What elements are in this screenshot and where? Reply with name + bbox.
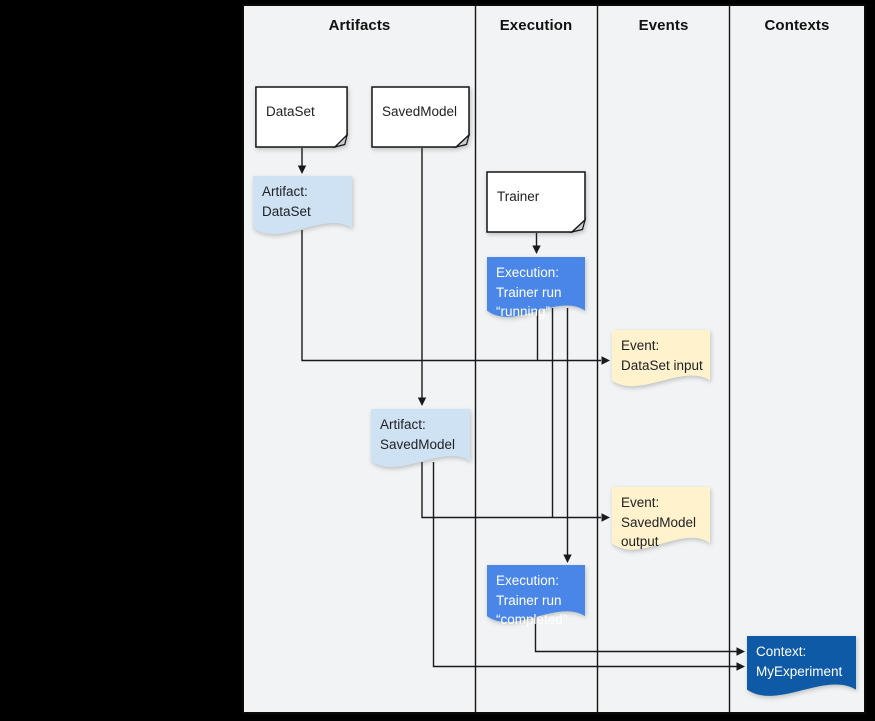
node-execution-completed: Execution: Trainer run “completed” bbox=[487, 565, 585, 627]
node-event-savedmodel-output: Event: SavedModel output bbox=[612, 487, 710, 554]
arrowhead-down-icon bbox=[563, 554, 572, 563]
note-shape-icon bbox=[371, 86, 470, 148]
node-label-line: DataSet bbox=[262, 203, 311, 219]
node-label: DataSet bbox=[266, 104, 315, 120]
arrowhead-down-icon bbox=[297, 165, 307, 174]
document-shape-icon bbox=[371, 409, 470, 467]
arrowhead-down-icon bbox=[417, 397, 427, 406]
note-shape-icon bbox=[486, 171, 586, 233]
lane-header-execution: Execution bbox=[499, 17, 573, 34]
document-shape-icon bbox=[747, 636, 856, 696]
node-artifact-dataset: Artifact: DataSet bbox=[253, 176, 352, 238]
node-context-myexperiment: Context: MyExperiment bbox=[747, 636, 856, 700]
node-label-line: Trainer run bbox=[496, 284, 562, 300]
node-label-line: MyExperiment bbox=[756, 663, 843, 679]
edge-artifact-savedmodel-to-context bbox=[432, 462, 737, 668]
node-label-line: Execution: bbox=[496, 265, 560, 280]
lane-header-events: Events bbox=[638, 17, 689, 34]
edge-artifact-dataset-to-event-dataset-input bbox=[301, 230, 601, 362]
node-label-line: DataSet input bbox=[621, 357, 703, 373]
node-label-line: SavedModel bbox=[380, 436, 456, 452]
node-label-line: output bbox=[621, 534, 659, 549]
note-shape-icon bbox=[255, 86, 348, 148]
document-shape-icon bbox=[487, 565, 585, 623]
node-label-line: Trainer run bbox=[496, 592, 562, 608]
node-dataset: DataSet bbox=[255, 86, 348, 148]
edge-execution-completed-to-context bbox=[534, 616, 737, 653]
node-label-line: Artifact: bbox=[380, 417, 426, 432]
node-label: SavedModel bbox=[382, 104, 458, 120]
document-shape-icon bbox=[487, 257, 585, 317]
arrowhead-right-icon bbox=[736, 662, 745, 671]
node-label-line: Event: bbox=[621, 338, 660, 353]
node-trainer: Trainer bbox=[486, 171, 586, 233]
node-label-line: Context: bbox=[756, 644, 807, 659]
node-savedmodel: SavedModel bbox=[371, 86, 470, 148]
arrowhead-right-icon bbox=[601, 513, 610, 522]
node-label: Trainer bbox=[497, 189, 540, 205]
document-shape-icon bbox=[253, 176, 352, 234]
lane-header-contexts: Contexts bbox=[764, 17, 830, 34]
document-shape-icon bbox=[612, 330, 710, 387]
node-artifact-savedmodel: Artifact: SavedModel bbox=[371, 409, 470, 471]
lane-header-artifacts: Artifacts bbox=[328, 17, 391, 34]
arrowhead-right-icon bbox=[736, 647, 745, 656]
edges-group bbox=[297, 148, 745, 671]
arrowhead-down-icon bbox=[532, 245, 541, 254]
lane-dividers bbox=[474, 6, 731, 712]
node-label-line: Execution: bbox=[496, 573, 560, 588]
edge-artifact-savedmodel-to-event-savedmodel-output bbox=[421, 462, 601, 519]
node-execution-running: Execution: Trainer run “running” bbox=[487, 257, 585, 321]
node-label-line: Event: bbox=[621, 495, 660, 510]
arrowhead-right-icon bbox=[601, 356, 610, 365]
node-label-line: “running” bbox=[496, 304, 551, 319]
document-shape-icon bbox=[612, 487, 710, 550]
node-label-line: SavedModel bbox=[621, 514, 697, 530]
node-event-dataset-input: Event: DataSet input bbox=[612, 330, 710, 390]
node-label-line: “completed” bbox=[496, 612, 568, 627]
node-label-line: Artifact: bbox=[262, 184, 308, 199]
